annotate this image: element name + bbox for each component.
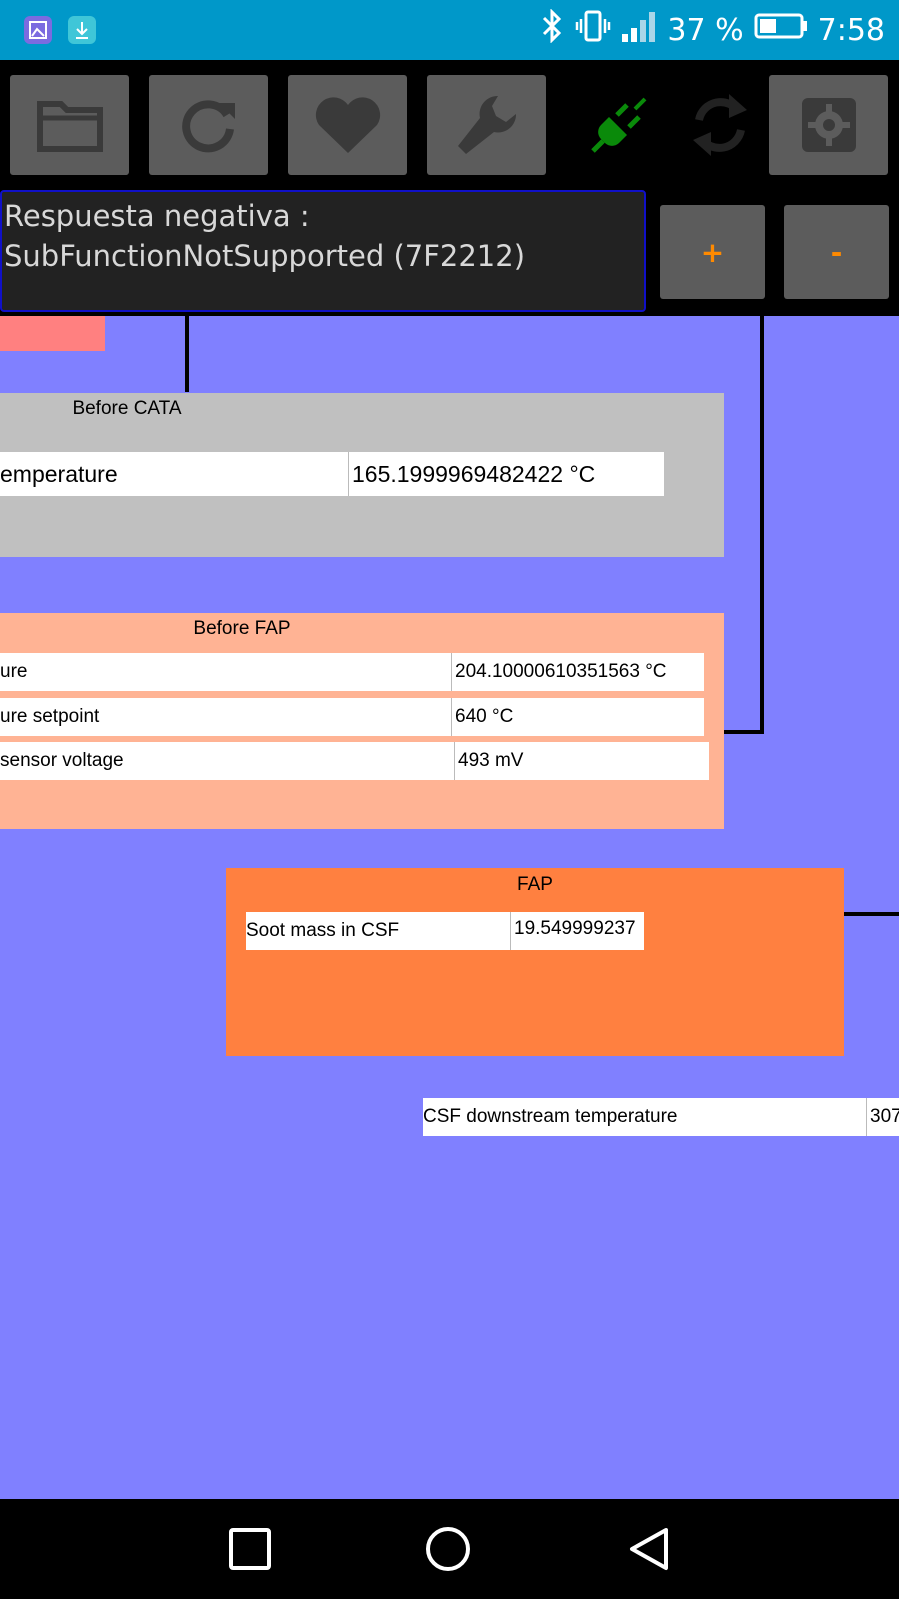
gallery-icon [24,16,52,44]
connector-line [760,316,764,734]
battery-icon [754,12,808,48]
download-icon [68,16,96,44]
connector-line [724,730,764,734]
diagram-canvas[interactable]: Before CATA emperature 165.1999969482422… [0,316,899,1499]
panel-before-cata[interactable]: Before CATA emperature 165.1999969482422… [0,393,724,557]
connector-line [185,316,189,392]
row-value: 19.549999237 [510,912,644,950]
table-row: emperature 165.1999969482422 °C [0,452,664,496]
panel-before-fap[interactable]: Before FAP ure 204.10000610351563 °C ure… [0,613,724,829]
row-label: ure setpoint [0,706,100,727]
row-value: 493 mV [454,742,709,780]
table-row: ure setpoint 640 °C [0,698,704,736]
row-label: CSF downstream temperature [423,1106,678,1127]
open-file-button[interactable] [10,75,129,175]
row-label: emperature [0,461,118,487]
panel-title: FAP [517,874,553,895]
sync-icon [692,94,747,156]
row-label: sensor voltage [0,750,124,771]
row-label: ure [0,661,28,682]
tools-button[interactable] [427,75,546,175]
row-value: 204.10000610351563 °C [451,653,704,691]
recents-button[interactable] [227,1526,273,1572]
favorites-button[interactable] [288,75,407,175]
refresh-button[interactable] [149,75,268,175]
folder-icon [36,101,103,152]
gear-icon [801,98,856,152]
home-button[interactable] [425,1526,471,1572]
vibrate-icon [575,9,611,51]
battery-percent: 37 % [667,12,744,48]
connector-line [844,912,899,916]
refresh-icon [181,100,235,153]
row-value: 307 [866,1098,899,1136]
back-button[interactable] [626,1526,672,1572]
row-label: Soot mass in CSF [246,920,400,941]
zoom-out-button[interactable]: - [784,205,889,299]
partial-block [0,316,105,351]
table-row: Soot mass in CSF 19.549999237 [246,912,644,950]
panel-title: Before FAP [193,618,291,639]
panel-title: Before CATA [72,398,182,419]
settings-button[interactable] [769,75,888,175]
heart-icon [315,97,380,153]
downstream-row[interactable]: CSF downstream temperature 307 [423,1098,899,1136]
navigation-bar [0,1499,899,1599]
panel-fap[interactable]: FAP Soot mass in CSF 19.549999237 [226,868,844,1056]
sync-button[interactable] [660,75,779,175]
connection-button[interactable] [559,75,678,175]
response-message: Respuesta negativa : SubFunctionNotSuppo… [0,190,646,312]
zoom-in-button[interactable]: + [660,205,765,299]
row-value: 640 °C [451,698,704,736]
clock: 7:58 [817,12,885,48]
wrench-icon [457,95,516,154]
bluetooth-icon [539,8,565,51]
toolbar: Respuesta negativa : SubFunctionNotSuppo… [0,60,899,316]
status-bar: 37 % 7:58 [0,0,899,60]
signal-icon [621,10,657,50]
plug-icon [590,97,646,153]
table-row: sensor voltage 493 mV [0,742,709,780]
table-row: ure 204.10000610351563 °C [0,653,704,691]
row-value: 165.1999969482422 °C [348,452,664,496]
